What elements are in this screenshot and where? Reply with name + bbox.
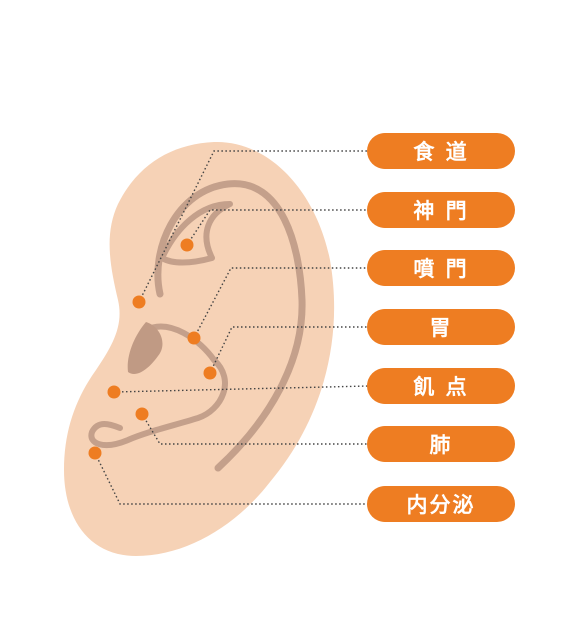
point-i: [203, 366, 217, 380]
fossa-line: [159, 201, 233, 266]
point-shokudo: [132, 295, 146, 309]
leader-i: [209, 326, 368, 374]
helix-line: [154, 180, 306, 472]
point-funmon: [187, 331, 201, 345]
point-kiten: [107, 385, 121, 399]
point-shinmon: [180, 238, 194, 252]
label-funmon: 噴 門: [367, 250, 515, 286]
label-shinmon: 神 門: [367, 192, 515, 228]
label-kiten: 飢 点: [367, 368, 515, 404]
label-naibunpi: 内分泌: [367, 486, 515, 522]
acupoint-markers: [88, 238, 217, 460]
label-hai: 肺: [367, 426, 515, 462]
label-shokudo: 食 道: [367, 133, 515, 169]
concha-cavity: [127, 322, 163, 375]
point-naibunpi: [88, 446, 102, 460]
label-i: 胃: [367, 309, 515, 345]
ear-shape: [64, 141, 335, 556]
leader-lines: [94, 150, 369, 505]
point-hai: [135, 407, 149, 421]
leader-shokudo: [138, 150, 368, 303]
leader-naibunpi: [94, 452, 368, 505]
antihelix-line: [88, 323, 228, 449]
